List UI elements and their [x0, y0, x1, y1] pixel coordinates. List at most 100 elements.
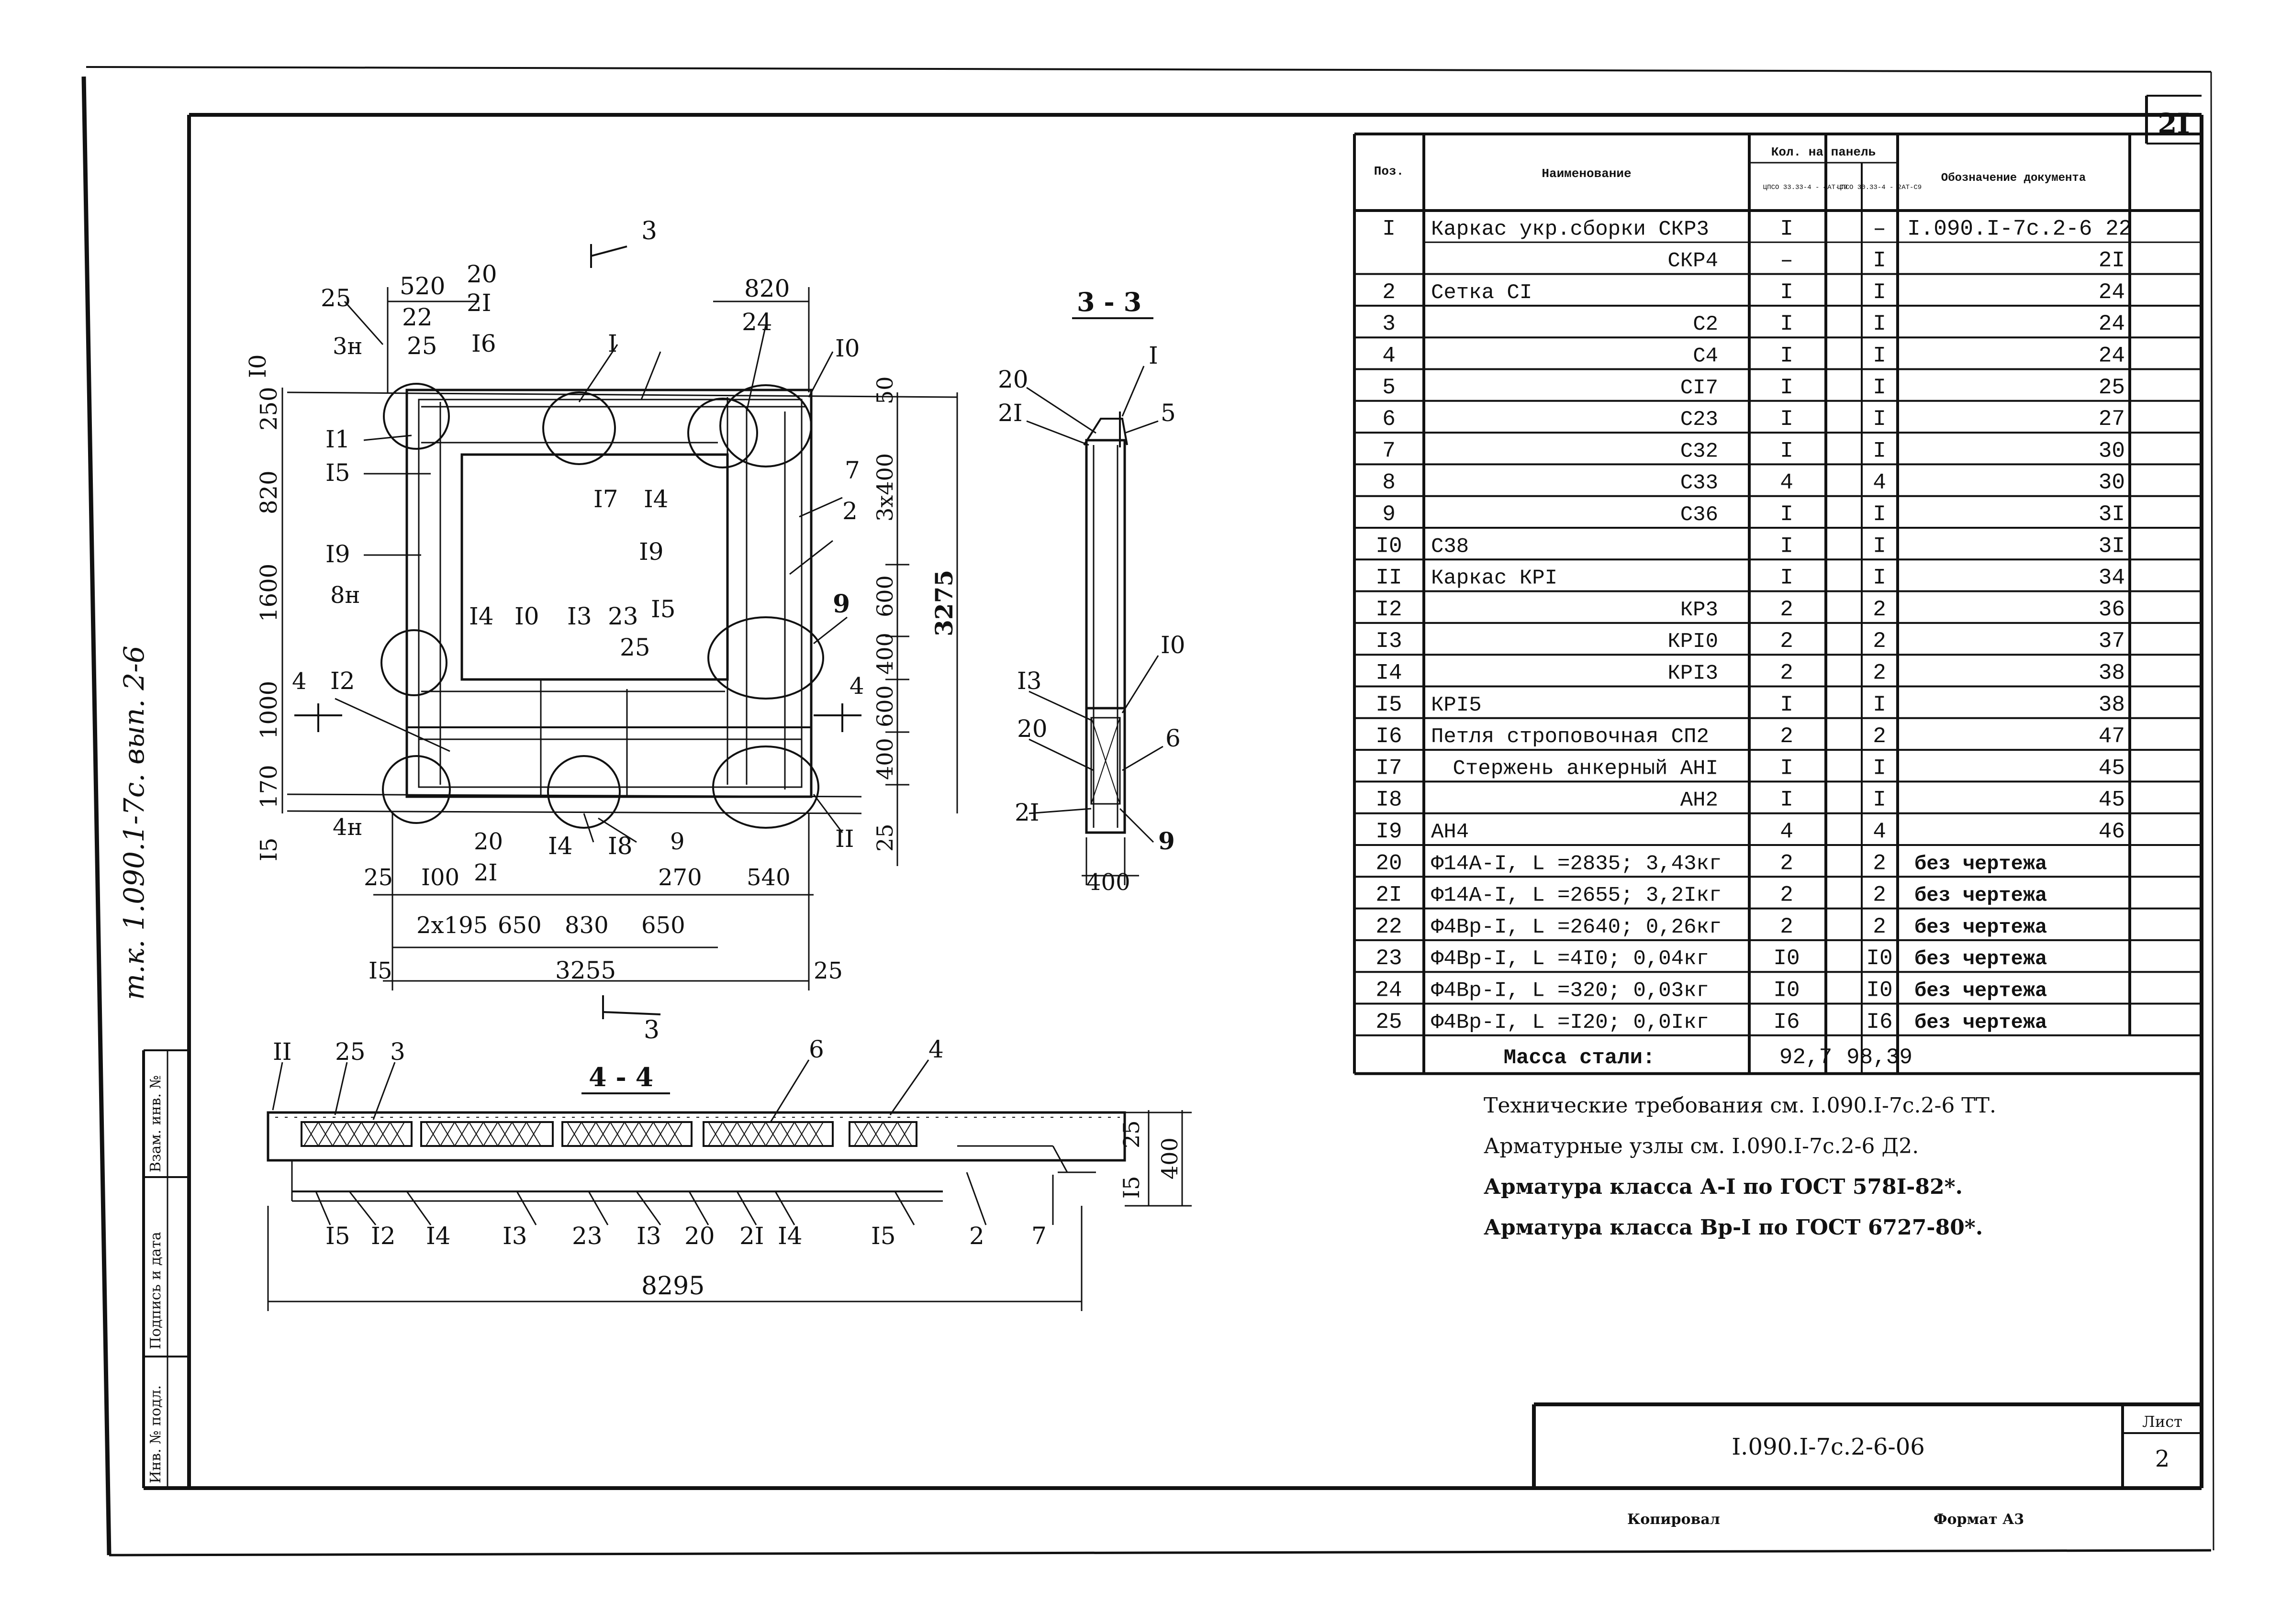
- spec-row-23-doc: без чертежа: [1914, 916, 2047, 939]
- spec-row-17-qty-b: 2: [1873, 724, 1886, 749]
- spec-row-8-name: С32: [1680, 439, 1718, 463]
- s44-bot-23: 23: [572, 1222, 603, 1250]
- spec-row-13-pos: I2: [1375, 597, 1402, 622]
- note-1: Технические требования см. I.090.I-7c.2-…: [1484, 1093, 1996, 1118]
- spec-row-7-qty-a: I: [1780, 407, 1793, 432]
- section-4-4-body: [267, 1111, 1126, 1202]
- spec-row-18-pos: I7: [1375, 756, 1402, 780]
- s44-bot-13a: I3: [503, 1222, 527, 1250]
- spec-row-1-doc: I.090.I-7c.2-6 22: [1907, 216, 2132, 241]
- s44-top-11: II: [273, 1038, 292, 1066]
- section-mark-3-bottom: [602, 995, 661, 1019]
- dim-bottom-25b: 25: [814, 957, 843, 984]
- s44-dim-15: I5: [1118, 1176, 1144, 1199]
- s44-dim-25: 25: [1118, 1120, 1144, 1148]
- spec-row-5-name: С4: [1693, 345, 1718, 368]
- spec-row-12-qty-b: I: [1873, 566, 1886, 590]
- spec-row-5-qty-a: I: [1780, 344, 1793, 368]
- spec-row-1-pos: I: [1382, 216, 1396, 241]
- spec-row-22-pos: 2I: [1375, 883, 1402, 908]
- spec-row-23-qty-a: 2: [1780, 914, 1793, 939]
- spec-row-7-name: С23: [1680, 408, 1718, 432]
- spec-row-4-name: С2: [1693, 312, 1718, 336]
- s44-bot-20: 20: [684, 1222, 715, 1250]
- spec-row-7-doc: 27: [2099, 407, 2125, 432]
- dim-left-250: 250: [256, 387, 282, 431]
- spec-row-16-pos: I5: [1375, 692, 1402, 717]
- spec-row-5-doc: 24: [2099, 344, 2125, 368]
- s33-callout-6: 6: [1165, 724, 1181, 752]
- section-mark-3-top-label: 3: [641, 217, 657, 245]
- callout-19-a: I9: [639, 538, 664, 566]
- dim-right-400b: 400: [872, 738, 898, 780]
- spec-row-24-name: Φ4Вр-I, L =4I0; 0,04кг: [1431, 947, 1709, 971]
- dim-right-3x400: 3х400: [872, 453, 898, 522]
- title-code: I.090.I-7c.2-6-06: [1732, 1434, 1925, 1460]
- spec-row-19-pos: I8: [1375, 788, 1402, 812]
- spec-row-22-qty-b: 2: [1873, 883, 1886, 908]
- spec-row-12-doc: 34: [2099, 566, 2125, 590]
- plan-dims-top: [387, 287, 810, 392]
- s44-bot-12: I2: [371, 1222, 396, 1250]
- callout-12: I2: [330, 667, 355, 695]
- spec-row-4-qty-a: I: [1780, 311, 1793, 336]
- spec-row-22-name: Φ14А-I, L =2655; 3,2Iкг: [1431, 884, 1722, 908]
- section-3-3-body: [1082, 412, 1139, 885]
- spec-row-8-pos: 7: [1382, 438, 1396, 463]
- s33-callout-21: 2I: [998, 399, 1023, 427]
- spec-row-4-doc: 24: [2099, 311, 2125, 336]
- s44-bot-15b: I5: [871, 1222, 896, 1250]
- spec-row-16-name: КРI5: [1431, 693, 1482, 717]
- s33-callout-20b: 20: [1017, 715, 1048, 743]
- callout-11: I1: [325, 425, 350, 453]
- spec-row-21-qty-a: 2: [1780, 851, 1793, 876]
- callout-10-a: I0: [245, 355, 271, 378]
- spec-row-17-qty-a: 2: [1780, 724, 1793, 749]
- spec-header-name: Наименование: [1542, 167, 1631, 181]
- spec-row-16-qty-a: I: [1780, 692, 1793, 717]
- spec-row-11-doc: 3I: [2099, 534, 2125, 558]
- spec-row-25-qty-a: I0: [1773, 978, 1800, 1003]
- section-mark-3-top: [590, 244, 627, 268]
- dim-top-21: 2I: [467, 289, 492, 317]
- section-mark-4-left: 4: [292, 668, 307, 695]
- spec-row-3-pos: 2: [1382, 280, 1396, 305]
- spec-row-11-pos: I0: [1375, 534, 1402, 558]
- s44-bot-13b: I3: [637, 1222, 661, 1250]
- spec-header-qty-b: ЦПСО 30.33-4 - 2АТ-С9: [1837, 184, 1922, 191]
- note-3: Арматура класса А-I по ГОСТ 578I-82*.: [1484, 1175, 1963, 1199]
- spec-row-19-qty-a: I: [1780, 788, 1793, 812]
- callout-23: 23: [608, 602, 638, 630]
- spec-row-10-name: С36: [1680, 503, 1718, 527]
- s44-top-25: 25: [335, 1038, 366, 1066]
- s44-bot-2: 2: [969, 1222, 984, 1250]
- dim-bottom-9: 9: [670, 828, 685, 855]
- node-label-4n: 4н: [333, 814, 363, 841]
- spec-row-23-qty-b: 2: [1873, 914, 1886, 939]
- callout-24: 24: [742, 308, 772, 336]
- dim-bottom-21: 2I: [474, 859, 498, 886]
- spec-row-1-qty-b: –: [1873, 216, 1886, 241]
- spec-row-15-qty-b: 2: [1873, 661, 1886, 686]
- spec-row-10-pos: 9: [1382, 502, 1396, 527]
- dim-bottom-100: I00: [421, 864, 459, 891]
- section-3-3-title: 3 - 3: [1077, 287, 1141, 317]
- dim-top-22: 22: [402, 303, 433, 331]
- section-4-4: 4 - 4: [267, 1035, 1192, 1311]
- spec-row-14-doc: 37: [2099, 629, 2125, 654]
- note-4: Арматура класса Вр-I по ГОСТ 6727-80*.: [1484, 1215, 1983, 1240]
- s33-callout-20: 20: [998, 366, 1029, 393]
- callout-15-a: I5: [325, 459, 350, 487]
- spec-row-24-qty-a: I0: [1773, 946, 1800, 971]
- dim-right-600a: 600: [872, 575, 898, 617]
- dim-top-520: 520: [400, 272, 445, 300]
- spec-row-10-qty-a: I: [1780, 502, 1793, 527]
- spec-row-7-qty-b: I: [1873, 407, 1886, 432]
- callout-10-c: I0: [514, 602, 539, 630]
- spec-row-13-name: КР3: [1680, 598, 1718, 622]
- callout-2: 2: [842, 497, 858, 525]
- dim-right-25: 25: [872, 823, 898, 852]
- spec-row-24-pos: 23: [1375, 946, 1402, 971]
